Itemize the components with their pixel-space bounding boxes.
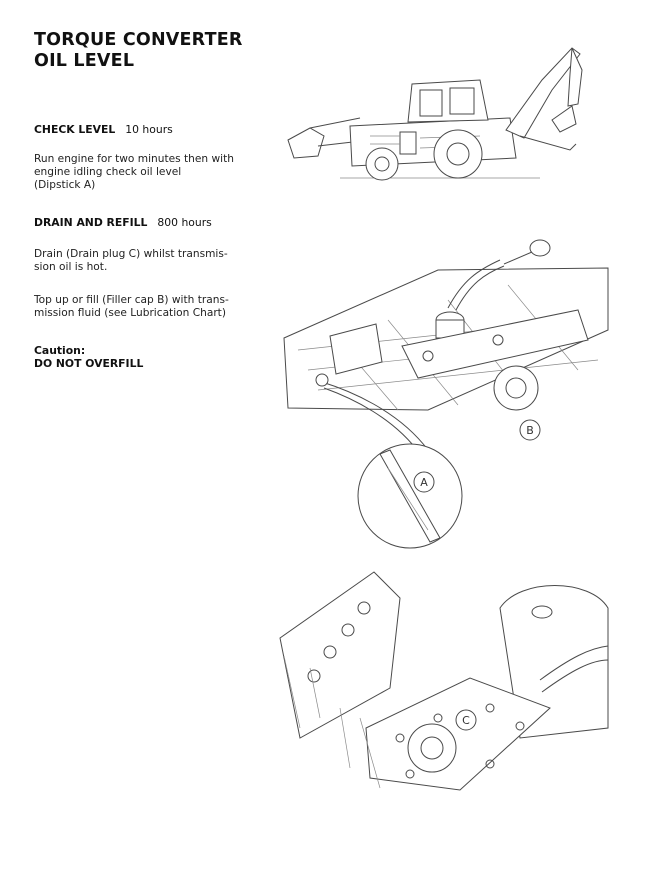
check-level-interval: 10 hours xyxy=(125,123,173,136)
callout-b-label: B xyxy=(526,424,534,437)
caution-text: DO NOT OVERFILL xyxy=(34,357,144,370)
check-level-instructions: Run engine for two minutes then with eng… xyxy=(34,153,234,192)
dipstick-filler-cap-illustration: B A xyxy=(283,239,609,549)
drain-refill-heading: DRAIN AND REFILL 800 hours xyxy=(34,216,212,229)
drain-refill-label: DRAIN AND REFILL xyxy=(34,216,148,229)
check-line-1: Run engine for two minutes then with xyxy=(34,153,234,165)
drain-line-2: sion oil is hot. xyxy=(34,261,108,273)
fill-instructions: Top up or fill (Filler cap B) with trans… xyxy=(34,294,229,320)
check-line-2: engine idling check oil level xyxy=(34,166,182,178)
page-title: TORQUE CONVERTER OIL LEVEL xyxy=(34,30,243,72)
check-level-heading: CHECK LEVEL 10 hours xyxy=(34,123,173,136)
backhoe-loader-illustration xyxy=(287,47,583,181)
drain-refill-interval: 800 hours xyxy=(157,216,212,229)
check-level-label: CHECK LEVEL xyxy=(34,123,116,136)
callout-c-label: C xyxy=(462,714,470,727)
caution-label: Caution: xyxy=(34,344,86,357)
drain-line-1: Drain (Drain plug C) whilst transmis- xyxy=(34,248,228,260)
callout-a-label: A xyxy=(420,476,428,489)
title-line-1: TORQUE CONVERTER xyxy=(34,30,243,50)
check-line-3: (Dipstick A) xyxy=(34,179,96,191)
drain-instructions: Drain (Drain plug C) whilst transmis- si… xyxy=(34,248,228,274)
fill-line-1: Top up or fill (Filler cap B) with trans… xyxy=(34,294,229,306)
title-line-2: OIL LEVEL xyxy=(34,51,135,71)
drain-plug-illustration: C xyxy=(279,571,609,791)
fill-line-2: mission fluid (see Lubrication Chart) xyxy=(34,307,226,319)
caution-note: Caution: DO NOT OVERFILL xyxy=(34,344,143,370)
